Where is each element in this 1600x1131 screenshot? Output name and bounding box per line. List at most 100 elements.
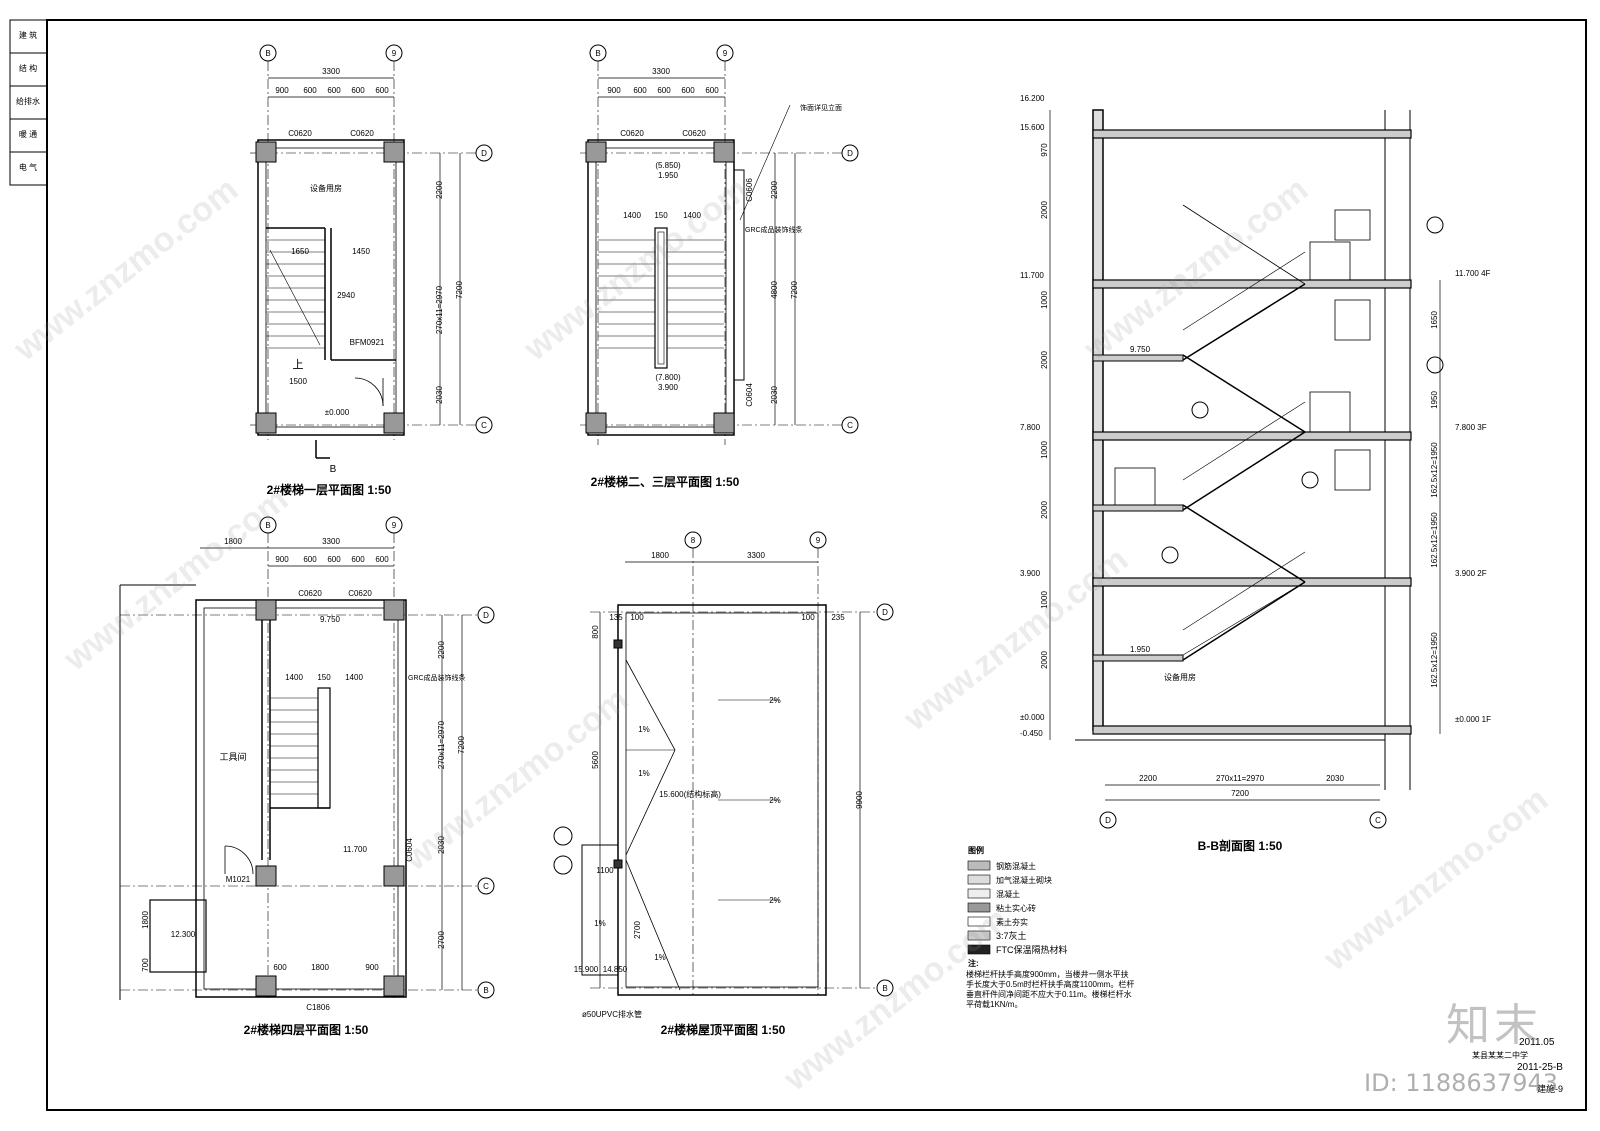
svg-text:3300: 3300 [322, 67, 340, 76]
svg-text:2%: 2% [769, 796, 781, 805]
svg-text:900: 900 [275, 555, 289, 564]
svg-text:2000: 2000 [1040, 501, 1049, 519]
svg-text:600: 600 [273, 963, 287, 972]
svg-text:3.900: 3.900 [1020, 569, 1041, 578]
svg-text:600: 600 [327, 555, 341, 564]
svg-text:B: B [595, 49, 600, 58]
svg-text:12.300: 12.300 [171, 930, 196, 939]
section-room-label: 设备用房 [1164, 672, 1196, 682]
svg-text:11.700: 11.700 [1020, 271, 1044, 280]
svg-text:15.900: 15.900 [574, 965, 599, 974]
section-bb-labels: 16.200 15.600 11.700 9.750 7.800 3.900 1… [1020, 94, 1491, 853]
svg-text:混凝土: 混凝土 [996, 889, 1020, 899]
svg-text:2000: 2000 [1040, 351, 1049, 369]
svg-text:7200: 7200 [457, 736, 466, 754]
legend-note: 楼梯栏杆扶手高度900mm，当楼井一侧水平扶手长度大于0.5m时栏杆扶手高度11… [966, 970, 1135, 1009]
svg-text:C0620: C0620 [620, 129, 644, 138]
svg-text:1400: 1400 [683, 211, 701, 220]
svg-text:±0.000: ±0.000 [325, 408, 350, 417]
title-fourth-floor: 2#楼梯四层平面图 1:50 [244, 1022, 369, 1037]
svg-text:建施-9: 建施-9 [1537, 1083, 1563, 1094]
svg-text:2%: 2% [769, 696, 781, 705]
svg-text:B: B [483, 986, 488, 995]
svg-text:2200: 2200 [770, 181, 779, 199]
svg-text:270x11=2970: 270x11=2970 [435, 285, 444, 334]
svg-text:C: C [1375, 816, 1381, 825]
svg-text:11.700: 11.700 [343, 845, 367, 854]
svg-text:1650: 1650 [1430, 311, 1439, 329]
discipline-plumb: 给排水 [16, 96, 40, 106]
svg-text:C: C [481, 421, 487, 430]
svg-text:600: 600 [375, 86, 389, 95]
svg-text:1800: 1800 [651, 551, 669, 560]
svg-text:7.800 3F: 7.800 3F [1455, 423, 1487, 432]
svg-text:3300: 3300 [747, 551, 765, 560]
svg-text:B: B [882, 984, 887, 993]
svg-text:9: 9 [816, 536, 821, 545]
title-block: 2011.05 某县某某二中学 2011-25-B 建施-9 [1472, 1037, 1563, 1094]
svg-text:1000: 1000 [1040, 291, 1049, 309]
svg-text:1400: 1400 [285, 673, 303, 682]
svg-text:M1021: M1021 [226, 875, 251, 884]
svg-text:B: B [265, 49, 270, 58]
svg-text:7200: 7200 [790, 281, 799, 299]
svg-text:B: B [265, 521, 270, 530]
svg-text:600: 600 [633, 86, 647, 95]
svg-text:C0604: C0604 [405, 838, 414, 862]
svg-text:2200: 2200 [435, 181, 444, 199]
svg-text:900: 900 [607, 86, 621, 95]
svg-text:7200: 7200 [1231, 789, 1249, 798]
svg-text:上: 上 [293, 358, 304, 371]
discipline-elec: 电 气 [19, 162, 37, 172]
svg-text:700: 700 [141, 958, 150, 972]
svg-text:1500: 1500 [289, 377, 307, 386]
svg-text:C: C [847, 421, 853, 430]
svg-text:2940: 2940 [337, 291, 355, 300]
svg-text:2011-25-B: 2011-25-B [1517, 1062, 1563, 1073]
svg-text:100: 100 [801, 613, 815, 622]
svg-text:C: C [483, 882, 489, 891]
svg-text:600: 600 [681, 86, 695, 95]
svg-text:2%: 2% [769, 896, 781, 905]
svg-text:600: 600 [375, 555, 389, 564]
svg-text:C0604: C0604 [745, 383, 754, 407]
svg-text:2011.05: 2011.05 [1519, 1037, 1555, 1048]
svg-text:-0.450: -0.450 [1020, 729, 1043, 738]
svg-text:3.900 2F: 3.900 2F [1455, 569, 1487, 578]
svg-text:600: 600 [351, 555, 365, 564]
svg-text:ø50UPVC排水管: ø50UPVC排水管 [582, 1009, 642, 1019]
svg-text:1450: 1450 [352, 247, 370, 256]
svg-text:600: 600 [303, 86, 317, 95]
svg-text:1000: 1000 [1040, 441, 1049, 459]
svg-text:150: 150 [317, 673, 331, 682]
svg-text:800: 800 [591, 625, 600, 639]
svg-text:235: 235 [831, 613, 845, 622]
svg-text:D: D [483, 611, 489, 620]
svg-text:FTC保温隔热材料: FTC保温隔热材料 [996, 944, 1068, 955]
title-roof: 2#楼梯屋顶平面图 1:50 [661, 1022, 786, 1037]
title-section-bb: B-B剖面图 1:50 [1198, 838, 1283, 853]
svg-text:C0620: C0620 [298, 589, 322, 598]
svg-text:900: 900 [275, 86, 289, 95]
svg-text:D: D [1105, 816, 1111, 825]
svg-text:4800: 4800 [770, 281, 779, 299]
svg-text:2000: 2000 [1040, 651, 1049, 669]
svg-text:3300: 3300 [322, 537, 340, 546]
plan-fourth-floor [119, 516, 495, 1000]
svg-text:1650: 1650 [291, 247, 309, 256]
svg-text:注:: 注: [968, 958, 979, 968]
plan-second-third-floor [580, 44, 859, 445]
svg-text:162.5x12=1950: 162.5x12=1950 [1430, 632, 1439, 688]
discipline-struct: 结 构 [19, 63, 37, 73]
title-first-floor: 2#楼梯一层平面图 1:50 [267, 482, 392, 497]
svg-text:1%: 1% [594, 919, 606, 928]
svg-text:600: 600 [657, 86, 671, 95]
title-second-third-floor: 2#楼梯二、三层平面图 1:50 [591, 474, 740, 489]
svg-text:162.5x12=1950: 162.5x12=1950 [1430, 442, 1439, 498]
svg-text:C0606: C0606 [745, 178, 754, 202]
plan-fourth-floor-labels: B 9 D C B 1800 3300 900 600 600 600 600 … [141, 521, 489, 1037]
svg-text:2030: 2030 [437, 836, 446, 854]
svg-text:1.950: 1.950 [1130, 645, 1151, 654]
discipline-table: 建 筑 结 构 给排水 暖 通 电 气 [9, 19, 48, 186]
